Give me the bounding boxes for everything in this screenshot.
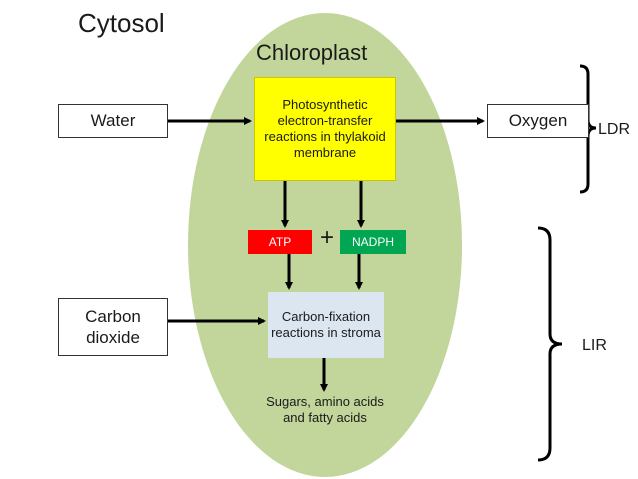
ldr-bracket xyxy=(579,64,597,194)
light-reaction-box: Photosynthetic electron-transfer reactio… xyxy=(254,77,396,181)
lir-bracket xyxy=(537,226,563,462)
plus-sign: + xyxy=(319,224,334,251)
atp-label: ATP xyxy=(268,234,292,249)
oxygen-label: Oxygen xyxy=(508,111,568,131)
cytosol-label: Cytosol xyxy=(78,8,165,38)
lir-label: LIR xyxy=(582,337,607,354)
ldr-label: LDR xyxy=(598,121,631,138)
nadph-label: NADPH xyxy=(351,234,394,249)
atp-box: ATP xyxy=(248,230,312,254)
water-label: Water xyxy=(90,111,136,131)
carbon-fixation-box: Carbon-fixation reactions in stroma xyxy=(268,292,384,358)
nadph-box: NADPH xyxy=(340,230,406,254)
light-reaction-label: Photosynthetic electron-transfer reactio… xyxy=(264,96,386,161)
chloroplast-label: Chloroplast xyxy=(256,40,368,65)
oxygen-box: Oxygen xyxy=(487,104,589,138)
carbon-dioxide-box: Carbon dioxide xyxy=(58,298,168,356)
carbon-fixation-label: Carbon-fixation reactions in stroma xyxy=(271,308,381,340)
products-label: Sugars, amino acids and fatty acids xyxy=(266,394,384,425)
carbon-dioxide-label: Carbon dioxide xyxy=(85,306,141,347)
water-box: Water xyxy=(58,104,168,138)
